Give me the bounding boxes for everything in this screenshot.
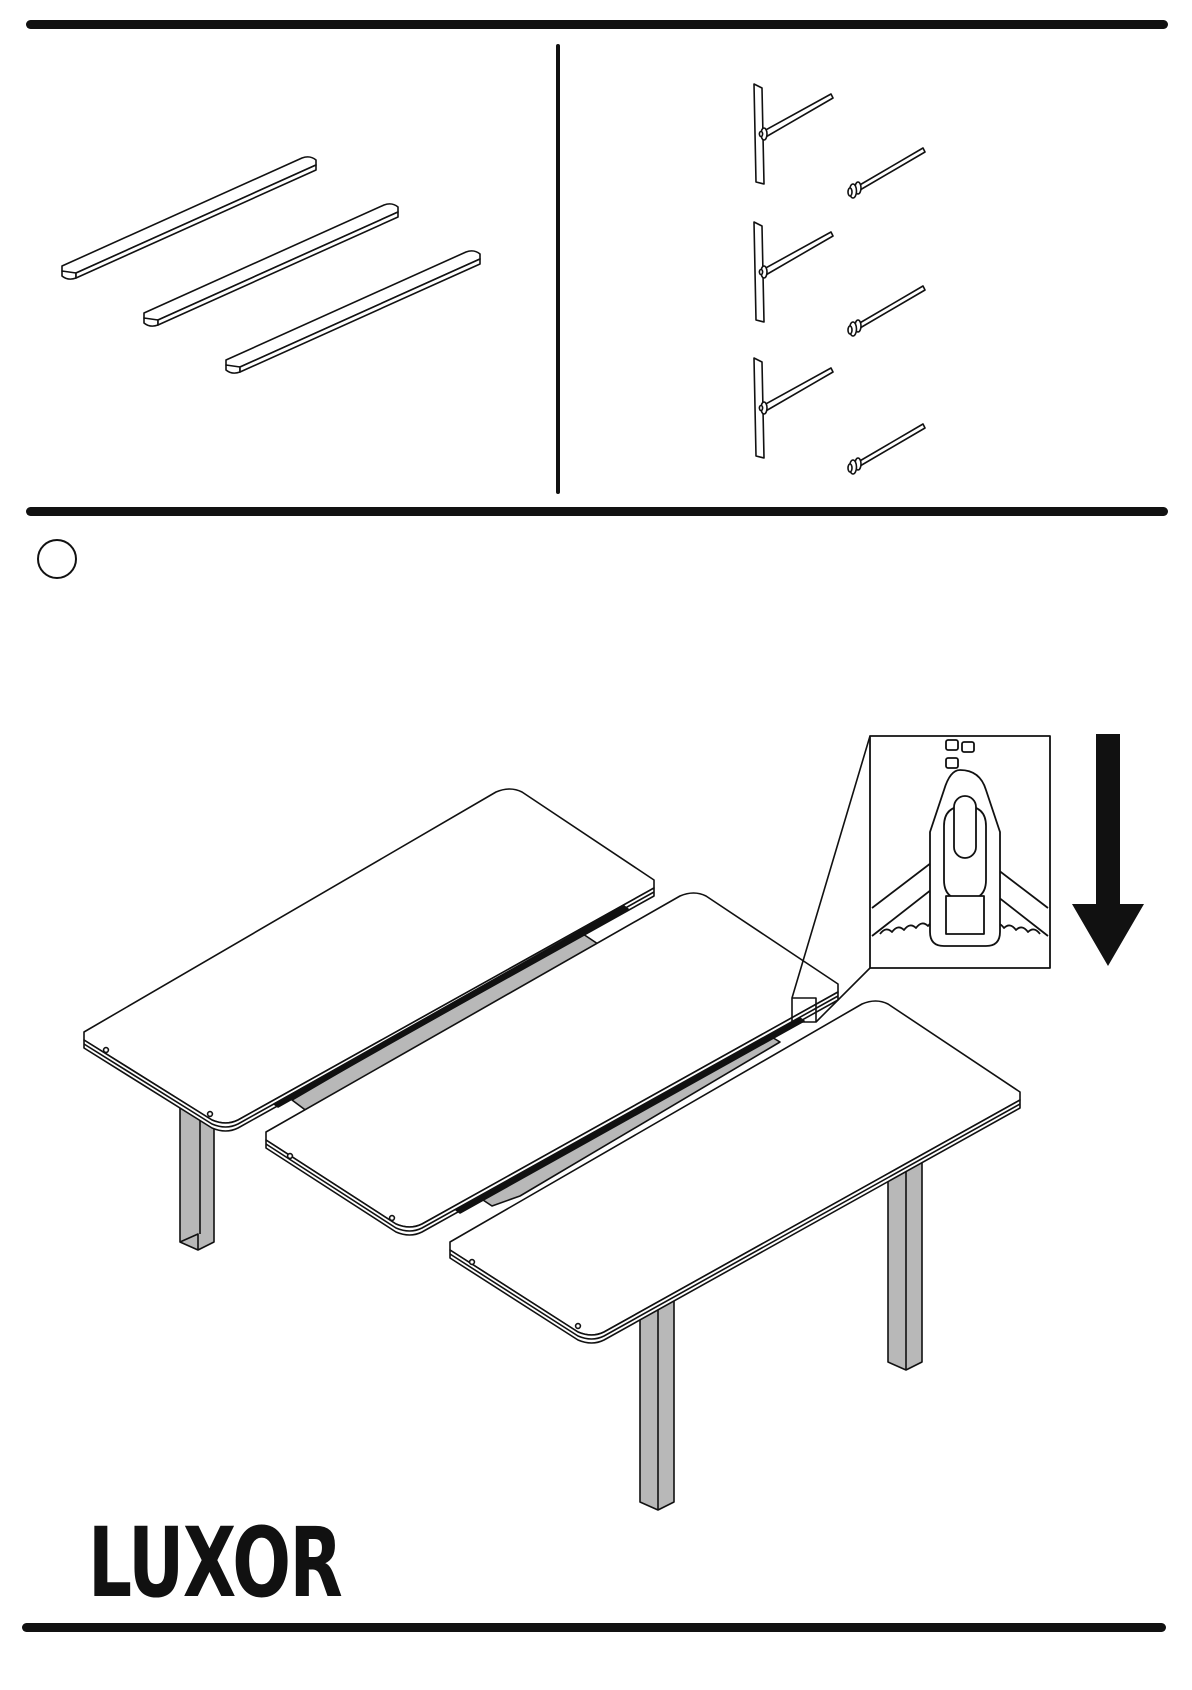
part-bolt — [848, 286, 925, 336]
part-connector — [754, 84, 833, 184]
part-bolt — [848, 424, 925, 474]
part-connector — [754, 358, 833, 458]
brand-logo: LUXOR — [88, 1518, 261, 1608]
table-leg — [640, 1292, 674, 1510]
detail-inset — [870, 736, 1050, 968]
column-divider — [556, 44, 560, 494]
part-bolt — [848, 148, 925, 198]
top-rule — [26, 20, 1168, 29]
table-leg — [888, 1154, 922, 1370]
part-connector — [754, 222, 833, 322]
parts-hardware — [754, 84, 925, 474]
arrow-down-icon — [1072, 734, 1144, 966]
step-number — [38, 540, 76, 578]
middle-rule — [26, 507, 1168, 516]
bottom-rule — [22, 1623, 1166, 1632]
parts-panels — [62, 157, 480, 373]
